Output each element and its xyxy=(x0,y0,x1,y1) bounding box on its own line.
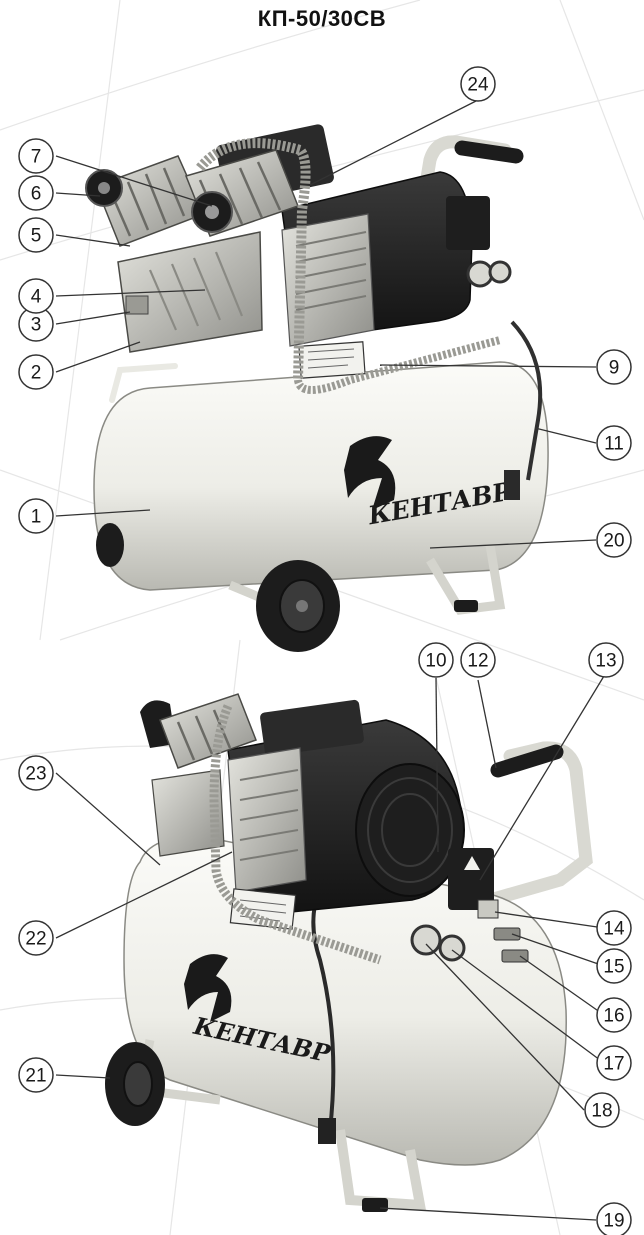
callout-14: 14 xyxy=(596,910,632,946)
callout-9: 9 xyxy=(596,349,632,385)
svg-text:2: 2 xyxy=(31,363,42,384)
svg-text:17: 17 xyxy=(603,1054,624,1075)
svg-text:4: 4 xyxy=(31,287,42,308)
svg-text:22: 22 xyxy=(25,929,46,950)
callout-10: 10 xyxy=(418,642,454,678)
callout-12: 12 xyxy=(460,642,496,678)
svg-text:12: 12 xyxy=(467,651,488,672)
callout-19: 19 xyxy=(596,1202,632,1235)
svg-text:16: 16 xyxy=(603,1006,624,1027)
svg-text:23: 23 xyxy=(25,764,46,785)
callout-16: 16 xyxy=(596,997,632,1033)
callout-18: 18 xyxy=(584,1092,620,1128)
callout-1: 1 xyxy=(18,498,54,534)
svg-text:3: 3 xyxy=(31,315,42,336)
svg-text:14: 14 xyxy=(603,919,625,940)
callout-6: 6 xyxy=(18,175,54,211)
svg-text:15: 15 xyxy=(603,957,624,978)
callout-22: 22 xyxy=(18,920,54,956)
svg-text:6: 6 xyxy=(31,184,42,205)
callout-4: 4 xyxy=(18,278,54,314)
svg-text:13: 13 xyxy=(595,651,616,672)
callout-24: 24 xyxy=(460,66,496,102)
svg-text:1: 1 xyxy=(31,507,42,528)
callout-17: 17 xyxy=(596,1045,632,1081)
model-title: КП-50/30СВ xyxy=(257,6,387,31)
callout-20: 20 xyxy=(596,522,632,558)
callout-13: 13 xyxy=(588,642,624,678)
callout-21: 21 xyxy=(18,1057,54,1093)
svg-text:19: 19 xyxy=(603,1211,624,1232)
svg-text:5: 5 xyxy=(31,226,42,247)
callout-15: 15 xyxy=(596,948,632,984)
callout-11: 11 xyxy=(596,425,632,461)
top-compressor-illustration: КЕНТАВР xyxy=(85,124,549,652)
callout-5: 5 xyxy=(18,217,54,253)
svg-text:9: 9 xyxy=(609,358,620,379)
callout-7: 7 xyxy=(18,138,54,174)
svg-text:10: 10 xyxy=(425,651,446,672)
svg-text:21: 21 xyxy=(25,1066,46,1087)
callout-23: 23 xyxy=(18,755,54,791)
svg-text:20: 20 xyxy=(603,531,624,552)
svg-text:11: 11 xyxy=(604,434,624,455)
svg-text:24: 24 xyxy=(467,75,489,96)
bottom-compressor-illustration: КЕНТАВР xyxy=(105,693,593,1212)
svg-text:7: 7 xyxy=(31,147,42,168)
svg-text:18: 18 xyxy=(591,1101,612,1122)
callout-2: 2 xyxy=(18,354,54,390)
